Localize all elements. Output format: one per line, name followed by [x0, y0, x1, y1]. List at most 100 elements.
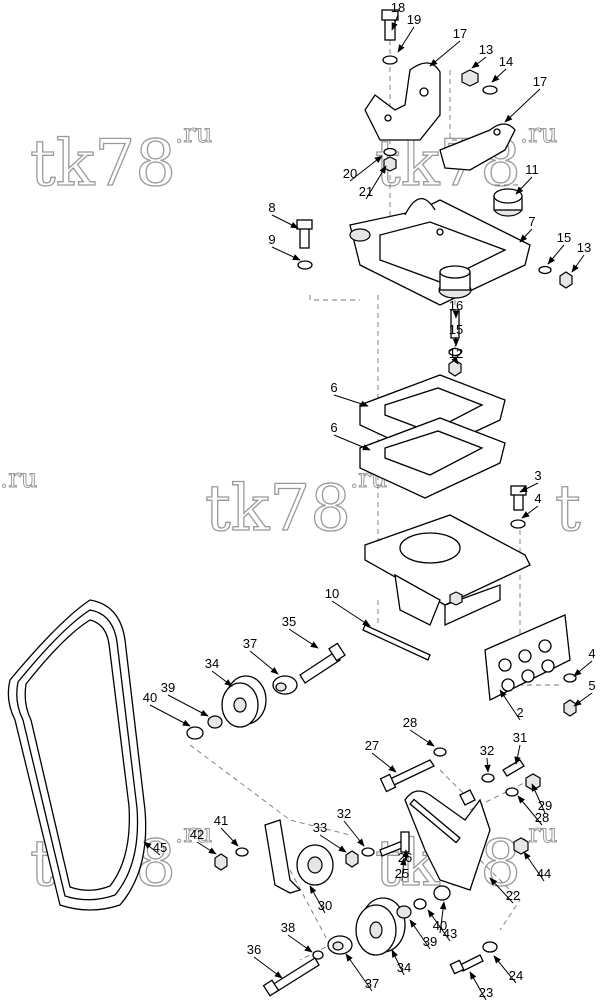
callout-leader-14 [491, 68, 507, 83]
washer-24 [482, 941, 498, 953]
callout-leader-19 [397, 26, 415, 53]
callout-leader-21 [365, 165, 387, 200]
callout-leader-32 [343, 820, 365, 847]
callout-leader-23 [469, 971, 487, 1000]
callout-leader-28 [517, 795, 543, 826]
callout-number-32: 32 [480, 743, 494, 758]
callout-leader-3 [519, 482, 539, 493]
callout-number-13: 13 [479, 42, 493, 57]
svg-text:t: t [555, 472, 581, 546]
washer-19 [382, 55, 398, 65]
callout-number-42: 42 [190, 827, 204, 842]
spacer-37-bottom [327, 935, 353, 955]
washer-15-mid [448, 347, 462, 357]
callout-leader-17 [429, 40, 461, 67]
watermark-middle: tk78 .ru [204, 464, 388, 547]
callout-leader-37 [249, 650, 279, 675]
bolt-27 [379, 759, 435, 793]
callout-number-31: 31 [513, 730, 527, 745]
callout-number-21: 21 [359, 184, 373, 199]
callout-number-17: 17 [533, 74, 547, 89]
callout-number-41: 41 [214, 813, 228, 828]
bolt-35 [299, 642, 346, 684]
callout-number-32: 32 [337, 806, 351, 821]
callout-number-5: 5 [588, 678, 595, 693]
callout-number-33: 33 [313, 820, 327, 835]
callout-number-28: 28 [535, 810, 549, 825]
callout-leader-9 [271, 246, 301, 261]
callout-number-29: 29 [538, 798, 552, 813]
callout-number-28: 28 [403, 715, 417, 730]
callout-number-2: 2 [516, 705, 523, 720]
callout-leader-6 [333, 394, 369, 407]
callout-number-4: 4 [588, 646, 595, 661]
nut-12 [448, 359, 462, 377]
pin-25 [400, 831, 410, 853]
callout-number-17: 17 [453, 26, 467, 41]
callout-leader-11 [515, 176, 533, 195]
svg-text:.ru: .ru [175, 119, 212, 149]
callout-leader-30 [309, 885, 326, 914]
svg-text:tk78: tk78 [30, 127, 176, 201]
nut-5 [563, 699, 577, 717]
washer-32-top [481, 773, 495, 783]
callout-leader-2 [499, 689, 521, 721]
callout-number-26: 26 [398, 850, 412, 865]
callout-leader-13 [471, 56, 487, 69]
pulley-34-bottom [355, 897, 406, 956]
callout-number-10: 10 [325, 586, 339, 601]
bracket-17-right [439, 123, 516, 171]
callout-number-6: 6 [330, 420, 337, 435]
callout-leader-4 [521, 505, 539, 519]
callout-number-18: 18 [391, 0, 405, 15]
callout-number-43: 43 [443, 926, 457, 941]
callout-leader-35 [288, 628, 319, 649]
bearing-39-bottom [396, 905, 412, 919]
base-plate [364, 514, 531, 627]
callout-leader-18 [391, 14, 399, 31]
callout-leader-6 [333, 434, 371, 451]
callout-leader-39 [167, 694, 209, 717]
callout-leader-33 [319, 834, 347, 853]
washer-9 [297, 260, 313, 270]
callout-leader-41 [220, 827, 239, 847]
washer-43 [413, 898, 427, 910]
tension-arm-22 [404, 789, 491, 891]
washer-4-top [510, 519, 526, 529]
callout-leader-34 [391, 949, 405, 976]
callout-number-45: 45 [153, 840, 167, 855]
callout-leader-10 [331, 600, 371, 627]
nut-42 [214, 853, 228, 871]
svg-text:.ru: .ru [175, 819, 212, 849]
callout-number-39: 39 [161, 680, 175, 695]
callout-number-16: 16 [449, 298, 463, 313]
svg-text:tk78: tk78 [205, 472, 351, 546]
watermark-left-fragment: .ru [0, 464, 38, 495]
pulley-34-top [221, 675, 267, 728]
callout-number-37: 37 [365, 976, 379, 991]
callout-number-30: 30 [318, 898, 332, 913]
nut-13-right [559, 271, 573, 289]
watermark-right-fragment: t [554, 471, 581, 546]
stud-16 [450, 309, 460, 339]
callout-number-27: 27 [365, 738, 379, 753]
callout-leader-22 [489, 877, 514, 904]
callout-leader-25 [400, 857, 407, 882]
washer-14 [482, 85, 498, 95]
bolt-36 [262, 957, 320, 997]
washer-32-mid [361, 847, 375, 857]
callout-number-34: 34 [205, 656, 219, 671]
bolt-8 [296, 219, 313, 249]
callout-leader-44 [523, 851, 545, 882]
callout-number-3: 3 [534, 468, 541, 483]
callout-leader-36 [253, 956, 283, 979]
nut-21 [383, 156, 397, 172]
callout-number-12: 12 [449, 346, 463, 361]
washer-20 [383, 147, 397, 157]
callout-number-6: 6 [330, 380, 337, 395]
callout-number-19: 19 [407, 12, 421, 27]
callout-leader-39 [409, 919, 431, 950]
callout-number-15: 15 [449, 322, 463, 337]
callout-leader-5 [573, 692, 593, 707]
